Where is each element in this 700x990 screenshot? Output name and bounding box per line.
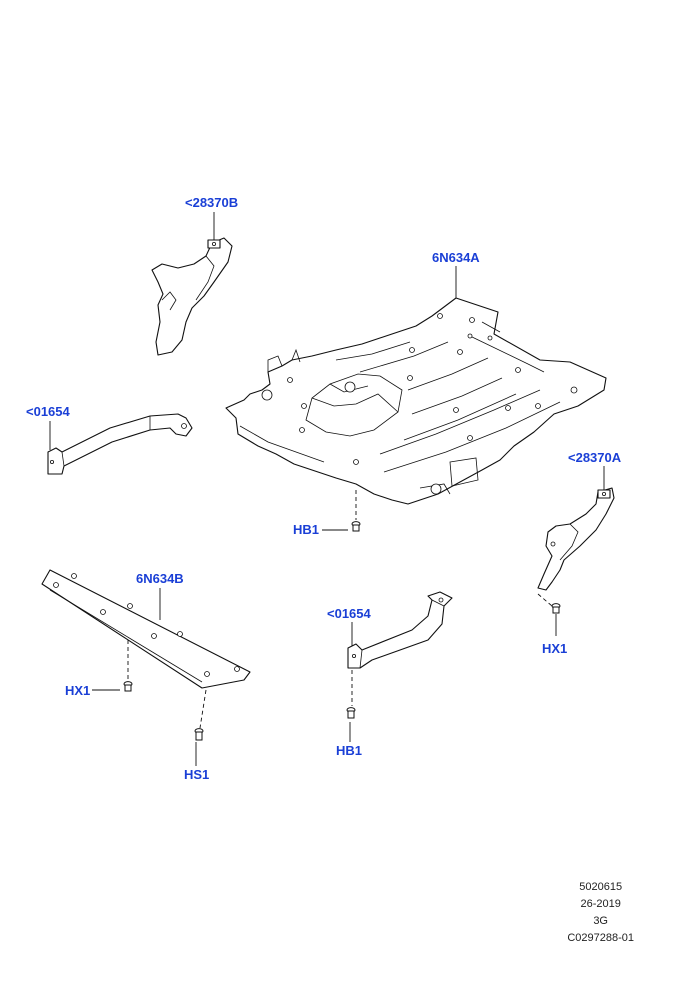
underbody-panel-6n634b	[41, 569, 251, 689]
tie-bar-left-01654	[47, 413, 193, 475]
callout-hx1-right: HX1	[542, 641, 568, 656]
fastener-hb1-bottom	[346, 707, 356, 719]
callout-28370a: <28370A	[568, 450, 622, 465]
fastener-hx1-left	[123, 681, 133, 692]
reference-line-1: 5020615	[579, 881, 623, 893]
reference-line-3: 3G	[593, 915, 608, 927]
callout-hs1: HS1	[184, 767, 210, 782]
callout-28370b: <28370B	[185, 195, 239, 210]
callout-01654-left: <01654	[26, 404, 70, 419]
fastener-hx1-right	[551, 603, 561, 614]
fastener-hs1	[194, 728, 204, 741]
callout-hb1-bottom: HB1	[336, 743, 363, 758]
leader-lines	[49, 212, 605, 766]
bracket-28370a	[537, 487, 615, 591]
callout-6n634b: 6N634B	[136, 571, 184, 586]
callout-hx1-left: HX1	[65, 683, 91, 698]
callout-01654-right: <01654	[327, 606, 371, 621]
reference-line-4: C0297288-01	[567, 932, 634, 944]
underbody-panel-6n634a	[225, 297, 607, 505]
reference-line-2: 26-2019	[580, 898, 621, 910]
callout-6n634a: 6N634A	[432, 250, 480, 265]
drawing-reference-block: 5020615 26-2019 3G C0297288-01	[567, 879, 634, 947]
fastener-hb1-top	[351, 521, 361, 532]
bracket-28370b	[151, 237, 233, 356]
tie-bar-right-01654	[347, 591, 453, 669]
callout-hb1-top: HB1	[293, 522, 320, 537]
